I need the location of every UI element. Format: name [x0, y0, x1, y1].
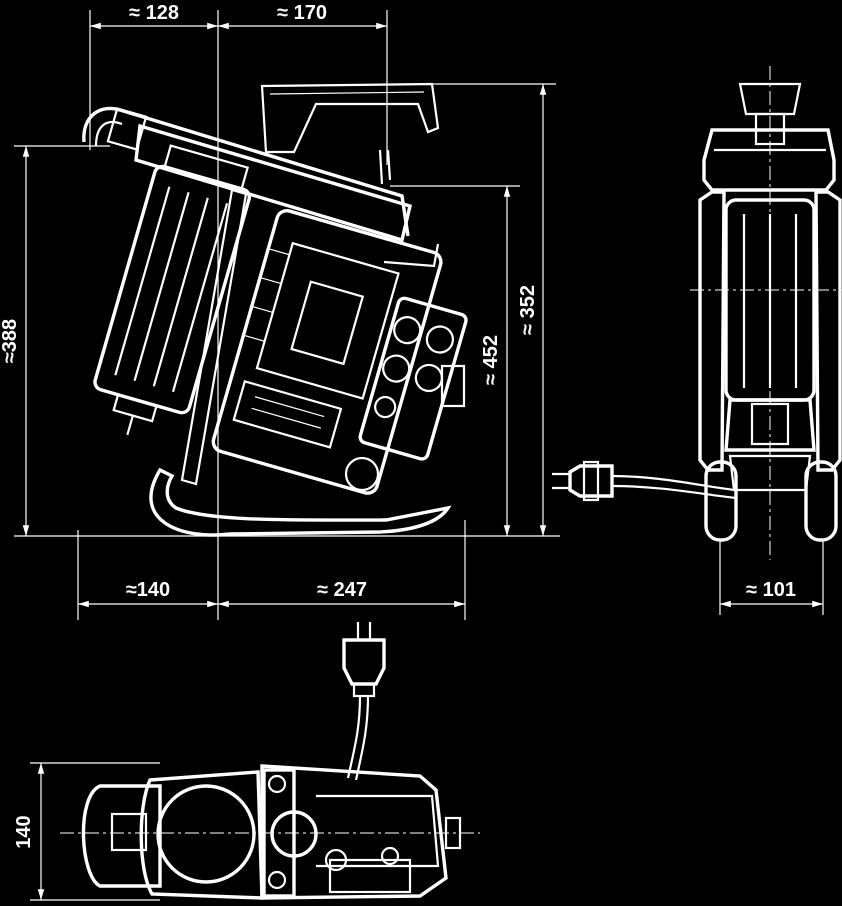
dim-height-352: ≈ 352	[517, 285, 539, 335]
dim-side-width: ≈ 101	[746, 579, 796, 601]
dimension-labels: ≈ 128 ≈ 170 ≈388 ≈ 452 ≈ 352 ≈140 ≈ 247 …	[0, 2, 796, 849]
dim-plan-depth: 140	[13, 815, 35, 848]
dim-left-height: ≈388	[0, 319, 21, 363]
side-view-machine	[552, 82, 842, 542]
front-view-machine	[82, 82, 468, 537]
dim-height-452: ≈ 452	[480, 335, 502, 385]
dimension-lines	[14, 10, 842, 901]
dim-bottom-right: ≈ 247	[317, 579, 367, 601]
dim-top-right: ≈ 170	[277, 2, 327, 24]
dim-bottom-left: ≈140	[126, 579, 170, 601]
plan-view-machine	[81, 622, 462, 900]
dim-top-left: ≈ 128	[129, 2, 179, 24]
